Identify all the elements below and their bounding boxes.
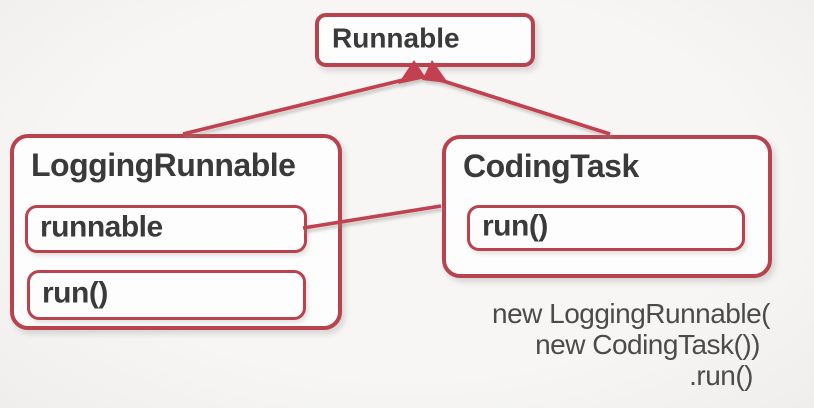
member-box-loggingrunnable-run: run(): [27, 270, 306, 320]
code-snippet-line: .run(): [689, 360, 753, 391]
class-box-loggingrunnable: LoggingRunnable runnable run(): [10, 134, 342, 330]
class-title-loggingrunnable: LoggingRunnable: [31, 147, 296, 183]
class-box-codingtask: CodingTask run(): [442, 135, 772, 278]
code-snippet-line: new LoggingRunnable(: [492, 298, 771, 329]
inheritance-line-codingtask-to-runnable: [436, 77, 611, 136]
class-box-runnable: Runnable: [315, 13, 535, 67]
inheritance-line-loggingrunnable-to-runnable: [182, 77, 408, 136]
member-box-codingtask-run: run(): [467, 205, 745, 251]
member-box-runnable-field: runnable: [25, 205, 307, 253]
member-label-codingtask-run: run(): [482, 209, 548, 243]
member-label-loggingrunnable-run: run(): [42, 276, 108, 310]
class-title-codingtask: CodingTask: [463, 148, 639, 184]
code-snippet-line: new CodingTask()): [535, 329, 760, 360]
class-title-runnable: Runnable: [332, 22, 460, 54]
code-snippet: new LoggingRunnable( new CodingTask()) .…: [430, 298, 790, 391]
member-label-runnable-field: runnable: [40, 210, 163, 244]
